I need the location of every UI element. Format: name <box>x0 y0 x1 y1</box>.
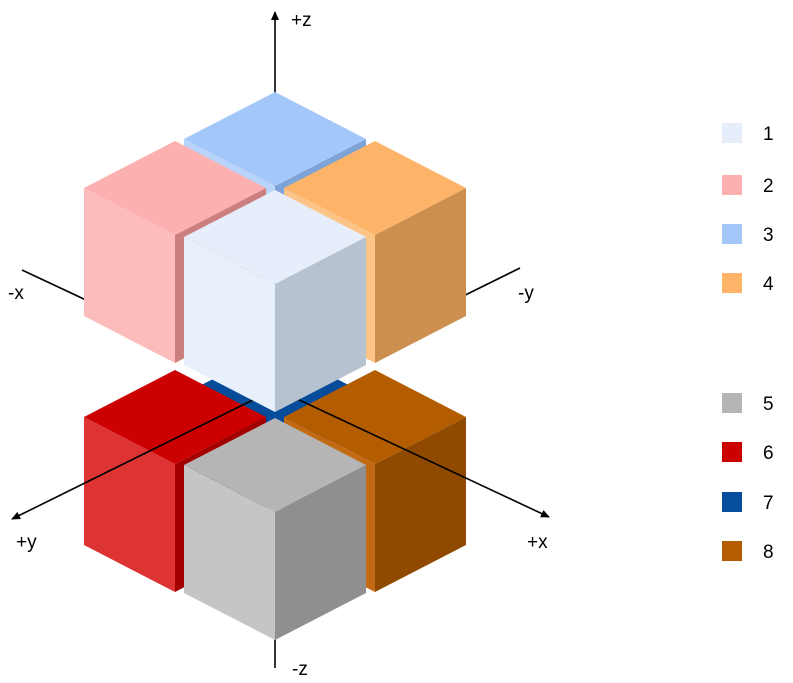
axis-label-plus-x: +x <box>527 532 548 553</box>
legend-swatch <box>722 442 742 462</box>
legend-swatch <box>722 541 742 561</box>
cube-top-face <box>84 370 266 464</box>
axis-label-minus-y: -y <box>518 283 534 304</box>
cube-left-face <box>84 417 175 592</box>
legend-swatch <box>722 492 742 512</box>
legend-swatch <box>722 123 742 143</box>
axis-label-minus-z: -z <box>292 659 308 680</box>
cube-octant-1 <box>184 190 366 412</box>
legend-label: 4 <box>763 274 774 295</box>
legend-label: 3 <box>763 225 774 246</box>
legend-swatch <box>722 393 742 413</box>
cube-top-face <box>284 370 466 464</box>
cube-top-face <box>284 141 466 235</box>
legend-label: 6 <box>763 443 774 464</box>
legend-item-5: 5 <box>722 393 774 415</box>
legend-swatch <box>722 273 742 293</box>
axis-label-plus-y: +y <box>16 532 37 553</box>
legend-item-2: 2 <box>722 175 774 197</box>
axis-label-minus-x: -x <box>8 283 24 304</box>
legend-swatch <box>722 175 742 195</box>
legend-item-7: 7 <box>722 492 774 514</box>
cube-top-face <box>184 92 366 186</box>
cube-right-face <box>375 188 466 363</box>
legend-item-6: 6 <box>722 442 774 464</box>
legend-item-8: 8 <box>722 541 774 563</box>
legend-item-4: 4 <box>722 273 774 295</box>
cube-right-face <box>375 417 466 592</box>
legend-item-3: 3 <box>722 224 774 246</box>
cube-octant-5 <box>184 418 366 640</box>
cube-top-face <box>184 418 366 512</box>
legend-label: 2 <box>763 176 774 197</box>
legend-label: 1 <box>763 124 774 145</box>
legend-label: 8 <box>763 542 774 563</box>
legend-item-1: 1 <box>722 123 774 145</box>
cube-right-face <box>275 465 366 640</box>
legend-label: 7 <box>763 493 774 514</box>
cube-top-face <box>184 190 366 284</box>
cube-left-face <box>184 465 275 640</box>
cube-left-face <box>184 237 275 412</box>
cube-left-face <box>84 188 175 363</box>
axis-label-plus-z: +z <box>291 10 312 31</box>
cube-top-face <box>84 141 266 235</box>
cube-right-face <box>275 237 366 412</box>
legend-label: 5 <box>763 394 774 415</box>
legend-swatch <box>722 224 742 244</box>
legend: 1 2 3 4 5 6 7 8 <box>722 123 774 563</box>
